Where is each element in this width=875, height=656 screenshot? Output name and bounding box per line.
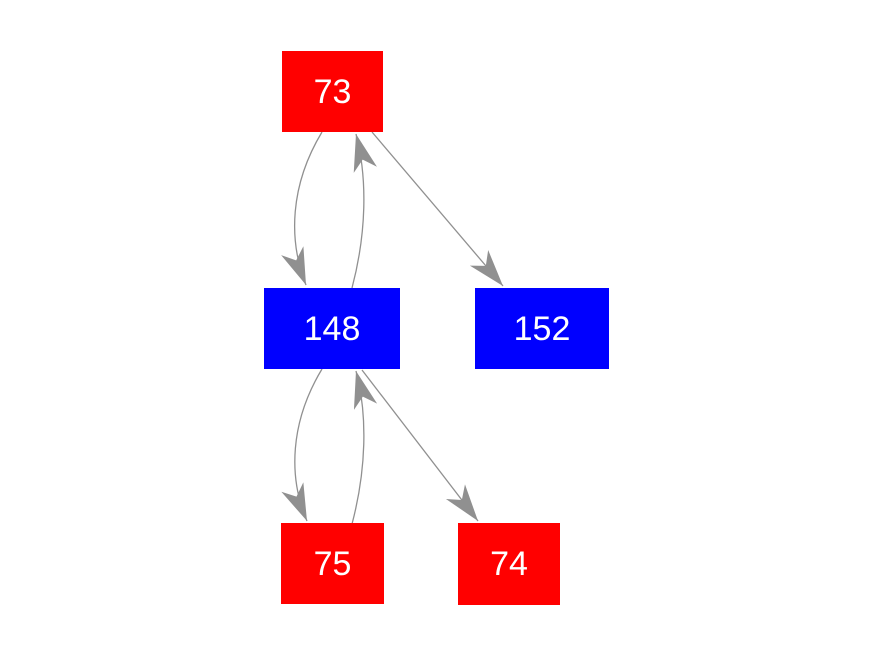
edge-73-to-148[interactable] <box>281 131 323 286</box>
node-74-label: 74 <box>490 545 528 583</box>
edge-73-to-152[interactable] <box>371 131 504 287</box>
node-152-label: 152 <box>513 309 571 348</box>
node-74[interactable]: 74 <box>458 523 560 605</box>
edge-148-to-73[interactable] <box>351 133 377 289</box>
node-148[interactable]: 148 <box>264 288 400 369</box>
node-75[interactable]: 75 <box>281 523 384 604</box>
node-75-label: 75 <box>313 544 352 583</box>
node-148-label: 148 <box>303 309 361 348</box>
edge-148-to-74[interactable] <box>361 369 479 522</box>
node-73[interactable]: 73 <box>282 51 383 132</box>
edge-148-to-75[interactable] <box>281 368 323 522</box>
edge-75-to-148[interactable] <box>351 370 378 525</box>
node-152[interactable]: 152 <box>475 288 609 369</box>
node-73-label: 73 <box>313 72 352 111</box>
